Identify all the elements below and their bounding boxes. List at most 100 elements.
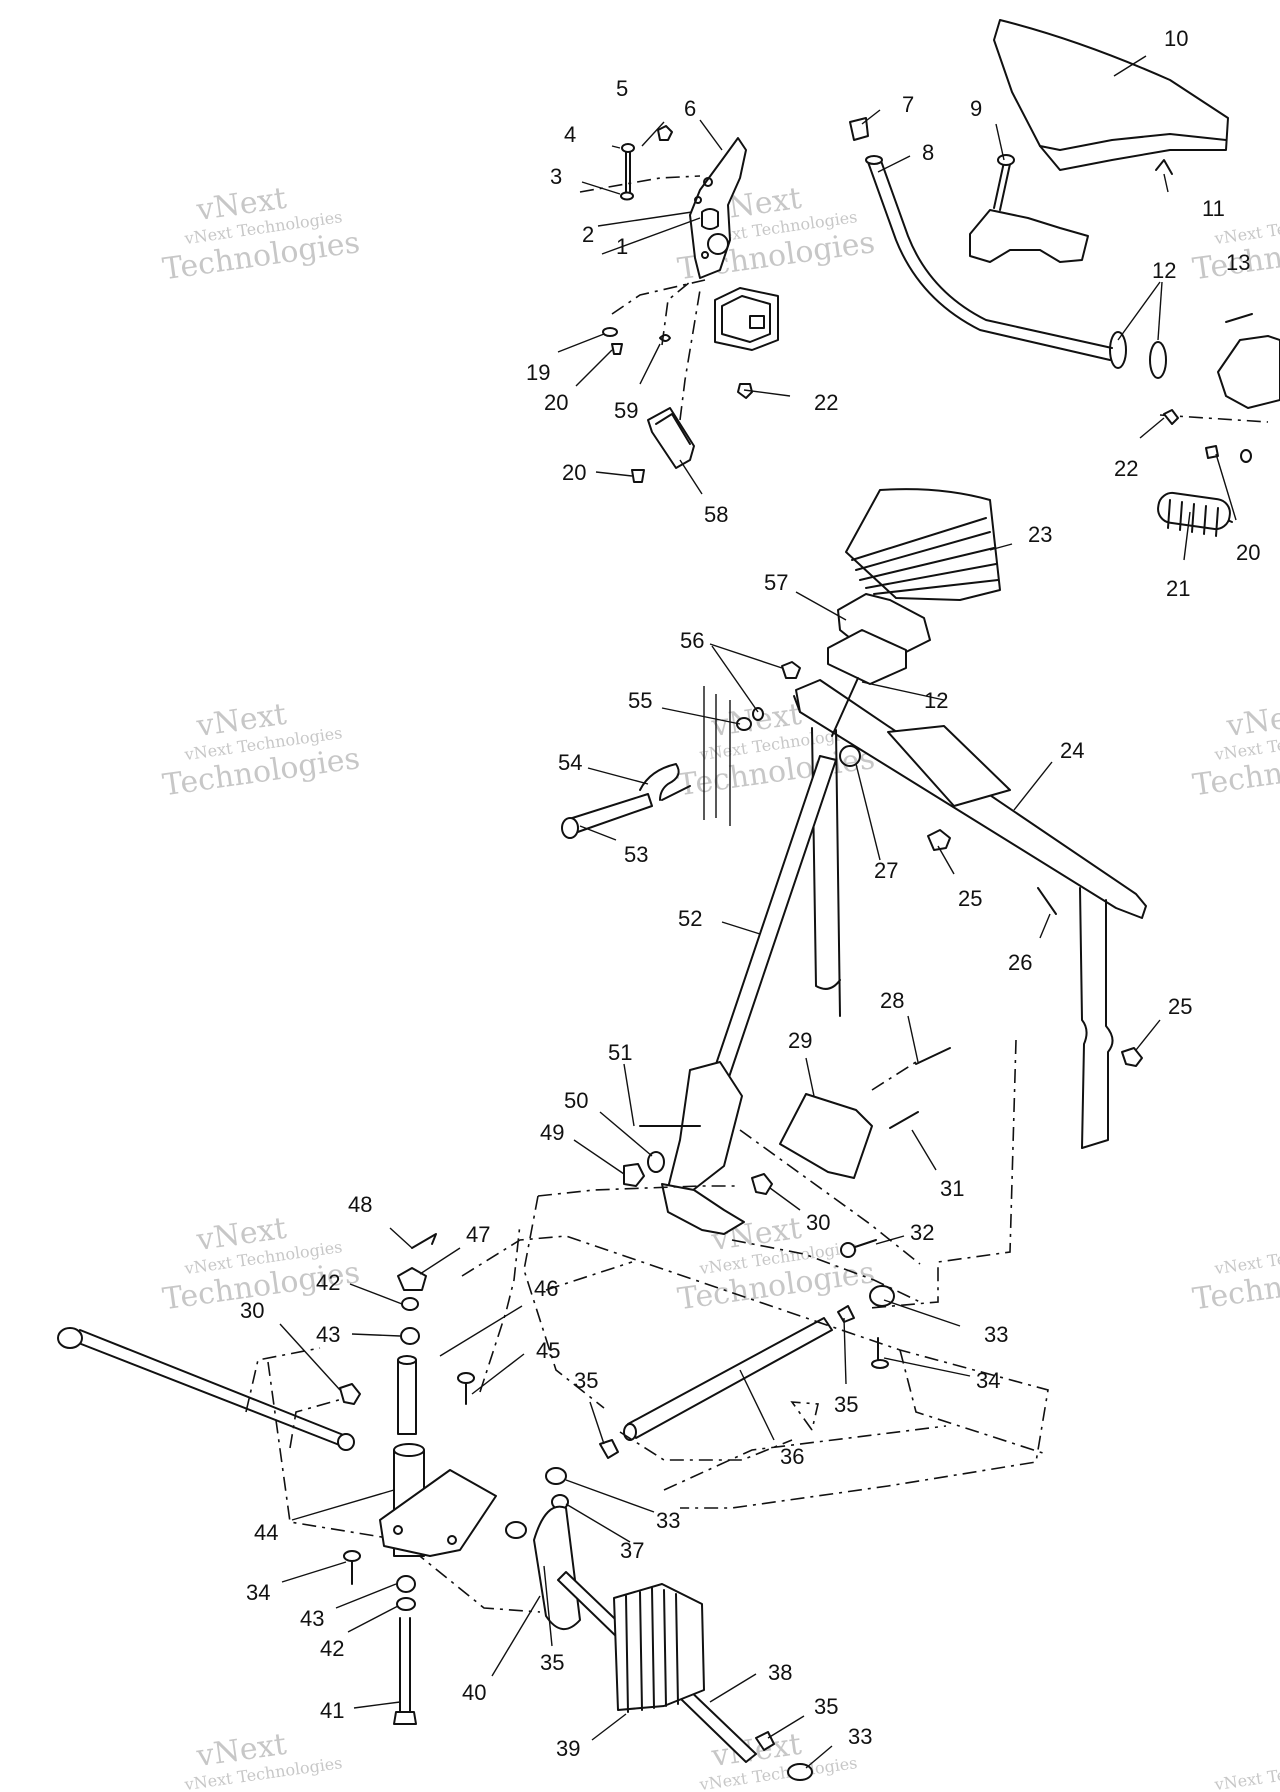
- rod-end-33: [869, 1285, 895, 1307]
- callout-29: 29: [788, 1028, 812, 1053]
- callout-20: 20: [1236, 540, 1260, 565]
- callout-33: 33: [848, 1724, 872, 1749]
- washer-56: [752, 707, 764, 721]
- callout-6: 6: [684, 96, 696, 121]
- rod-36: [627, 1317, 833, 1439]
- screw-20: [611, 343, 623, 355]
- leader-lines: [279, 55, 1237, 1769]
- callout-58: 58: [704, 502, 728, 527]
- rod-end-33-mid: [545, 1467, 567, 1485]
- callout-37: 37: [620, 1538, 644, 1563]
- callout-8: 8: [922, 140, 934, 165]
- callout-10: 10: [1164, 26, 1188, 51]
- clamp-12a: [1109, 331, 1127, 369]
- bracket-plate-6: [689, 137, 747, 279]
- bushing-43: [400, 1327, 420, 1345]
- watermark-brand: vNext Technologies: [1212, 1753, 1280, 1792]
- callout-23: 23: [1028, 522, 1052, 547]
- callout-24: 24: [1060, 738, 1084, 763]
- shift-boot-39: [613, 1583, 705, 1713]
- pad-58: [647, 407, 695, 469]
- callout-49: 49: [540, 1120, 564, 1145]
- clip-11: [1155, 159, 1173, 175]
- nut-30b: [339, 1383, 361, 1405]
- callout-55: 55: [628, 688, 652, 713]
- nut-35-mid: [599, 1439, 619, 1459]
- callout-48: 48: [348, 1192, 372, 1217]
- bolt-32: [851, 1239, 877, 1249]
- callout-11: 11: [1202, 196, 1225, 221]
- nut-35: [837, 1305, 855, 1323]
- callout-38: 38: [768, 1660, 792, 1685]
- callout-53: 53: [624, 842, 648, 867]
- callout-12: 12: [1152, 258, 1176, 283]
- shift-rod-12: [831, 677, 859, 737]
- callout-47: 47: [466, 1222, 490, 1247]
- callout-22: 22: [1114, 456, 1138, 481]
- spring-21: [1157, 491, 1233, 537]
- bushing-43-lower: [396, 1575, 416, 1593]
- shift-lever-52: [709, 755, 837, 1087]
- callout-52: 52: [678, 906, 702, 931]
- seat-10: [993, 19, 1229, 171]
- callout-35: 35: [814, 1694, 838, 1719]
- callout-39: 39: [556, 1736, 580, 1761]
- spring-clip-54: [639, 763, 691, 801]
- callout-3: 3: [550, 164, 562, 189]
- callout-labels: 1 2 3 4 5 6 7 8 9 10 11 12 13 19 20 59 2…: [240, 26, 1260, 1761]
- callout-57: 57: [764, 570, 788, 595]
- callout-32: 32: [910, 1220, 934, 1245]
- bolt-9: [993, 161, 1005, 209]
- plate-29: [779, 1093, 873, 1179]
- screw-22-right: [1163, 409, 1179, 425]
- callout-19: 19: [526, 360, 550, 385]
- callout-7: 7: [902, 92, 914, 117]
- callout-51: 51: [608, 1040, 632, 1065]
- callout-46: 46: [534, 1276, 558, 1301]
- nut-49: [623, 1163, 645, 1187]
- nut-25b: [1121, 1047, 1143, 1067]
- callout-9: 9: [970, 96, 982, 121]
- washer-19: [602, 327, 618, 337]
- callout-43: 43: [316, 1322, 340, 1347]
- callout-35: 35: [574, 1368, 598, 1393]
- callout-31: 31: [940, 1176, 964, 1201]
- shaft-46: [397, 1359, 417, 1435]
- callout-2: 2: [582, 222, 594, 247]
- callout-44: 44: [254, 1520, 278, 1545]
- callout-43: 43: [300, 1606, 324, 1631]
- parts: [57, 19, 1280, 1781]
- watermarks: vNext vNext Technologies Technologies vN…: [160, 181, 1280, 1792]
- bolt-41: [399, 1617, 411, 1713]
- boot-gasket-40: [533, 1505, 581, 1630]
- callout-42: 42: [316, 1270, 340, 1295]
- screw-20-right: [1205, 445, 1219, 459]
- callout-13: 13: [1226, 250, 1250, 275]
- callout-30: 30: [240, 1298, 264, 1323]
- callout-59: 59: [614, 398, 638, 423]
- callout-42: 42: [320, 1636, 344, 1661]
- pin-28: [915, 1047, 951, 1065]
- callout-41: 41: [320, 1698, 344, 1723]
- steering-tube-8: [867, 161, 1111, 361]
- callout-33: 33: [656, 1508, 680, 1533]
- clip-59: [659, 334, 671, 342]
- callout-20: 20: [544, 390, 568, 415]
- washer-42: [401, 1297, 419, 1311]
- nut-30a: [751, 1173, 773, 1195]
- callout-50: 50: [564, 1088, 588, 1113]
- callout-33: 33: [984, 1322, 1008, 1347]
- callout-22: 22: [814, 390, 838, 415]
- callout-25: 25: [958, 886, 982, 911]
- callout-26: 26: [1008, 950, 1032, 975]
- lever-bracket: [667, 1061, 743, 1195]
- mount-block-22: [714, 287, 779, 351]
- callout-45: 45: [536, 1338, 560, 1363]
- bolt-31: [889, 1111, 919, 1129]
- boss-1: [701, 208, 719, 230]
- callout-34: 34: [246, 1580, 270, 1605]
- frame-channel-right: [1079, 887, 1088, 1149]
- callout-28: 28: [880, 988, 904, 1013]
- pivot-plate: [379, 1469, 497, 1557]
- shift-boot-23: [845, 488, 1001, 601]
